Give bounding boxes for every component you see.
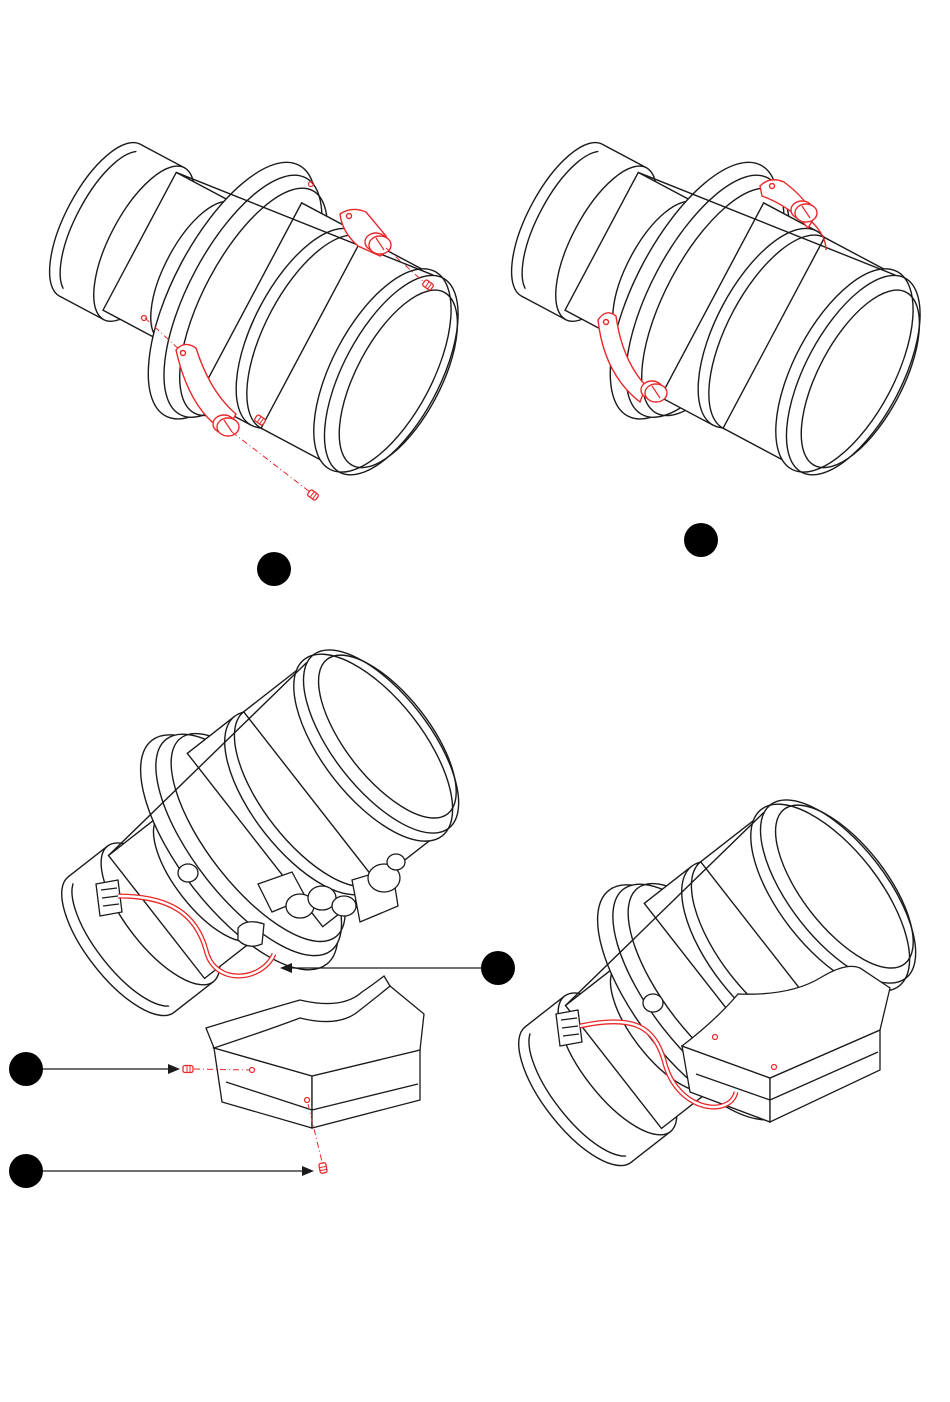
panel-step-4 [464,749,950,1228]
lens-cover-3 [206,976,424,1128]
lens-barrel-2 [465,79,950,524]
lens-barrel-3 [7,599,508,1078]
screw-side-3 [183,1066,193,1073]
knob-lower-1 [213,415,239,436]
callout-3 [481,951,515,985]
screw-bottom-3 [319,1162,328,1173]
callout-2 [684,523,718,557]
panel-step-2 [465,79,950,557]
panel-step-1 [3,79,502,586]
callout-1 [257,552,291,586]
panel-step-3 [7,599,515,1188]
callout-5 [9,1154,43,1188]
callout-4 [9,1052,43,1086]
lens-barrel-1 [3,79,502,524]
connector-4 [556,1010,582,1046]
